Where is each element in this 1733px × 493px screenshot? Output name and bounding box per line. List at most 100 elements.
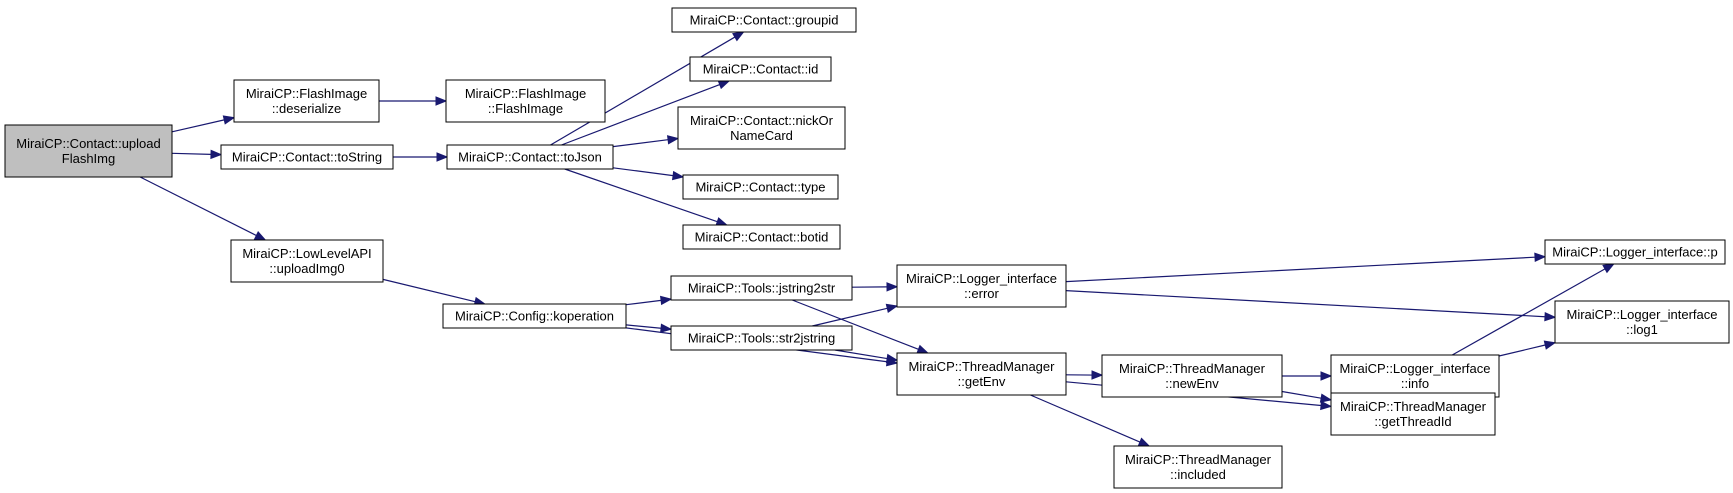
nodes-layer: MiraiCP::Contact::uploadFlashImgMiraiCP:… <box>4 7 1730 489</box>
node-label: MiraiCP::ThreadManager <box>1125 452 1272 467</box>
node-label: ::newEnv <box>1165 376 1219 391</box>
arrowhead-getthreadid <box>1319 393 1333 403</box>
node-box <box>445 79 606 123</box>
node-getenv[interactable]: MiraiCP::ThreadManager::getEnv <box>896 352 1067 396</box>
arrowhead-p <box>1602 263 1615 274</box>
node-label: ::getEnv <box>958 374 1006 389</box>
node-label: MiraiCP::LowLevelAPI <box>242 246 371 261</box>
node-koperation[interactable]: MiraiCP::Config::koperation <box>442 303 627 329</box>
node-error[interactable]: MiraiCP::Logger_interface::error <box>896 264 1067 308</box>
arrowhead-tostring <box>210 149 223 160</box>
node-label: MiraiCP::Logger_interface <box>1566 307 1717 322</box>
node-uploadimg0[interactable]: MiraiCP::LowLevelAPI::uploadImg0 <box>230 239 384 283</box>
node-box <box>233 79 380 123</box>
node-label: MiraiCP::Contact::botid <box>695 230 829 245</box>
node-label: ::error <box>964 286 999 301</box>
node-id[interactable]: MiraiCP::Contact::id <box>689 56 832 82</box>
node-log1[interactable]: MiraiCP::Logger_interface::log1 <box>1554 300 1730 344</box>
arrowhead-type <box>671 170 685 181</box>
arrowhead-nick <box>666 135 680 145</box>
node-box <box>446 144 614 170</box>
edge-error-to-p <box>1065 256 1536 283</box>
edge-tojson-to-botid <box>564 168 718 223</box>
node-box <box>1330 354 1500 398</box>
node-label: MiraiCP::Config::koperation <box>455 309 614 324</box>
node-label: ::log1 <box>1626 322 1658 337</box>
node-box <box>1554 300 1730 344</box>
node-box <box>670 275 853 301</box>
arrowhead-p <box>1534 252 1547 262</box>
node-label: MiraiCP::ThreadManager <box>1119 361 1266 376</box>
node-tostring[interactable]: MiraiCP::Contact::toString <box>220 144 394 170</box>
node-label: MiraiCP::Contact::toString <box>232 150 382 165</box>
edge-tojson-to-type <box>612 167 674 177</box>
arrowhead-newenv <box>1091 370 1104 380</box>
edge-str2jstring-to-getenv <box>834 349 888 360</box>
node-box <box>689 56 832 82</box>
node-p[interactable]: MiraiCP::Logger_interface::p <box>1544 239 1726 265</box>
node-botid[interactable]: MiraiCP::Contact::botid <box>682 224 841 250</box>
node-label: ::getThreadId <box>1374 414 1451 429</box>
arrowhead-getenv <box>885 353 899 364</box>
node-box <box>671 7 857 33</box>
edge-info-to-p <box>1451 268 1606 356</box>
node-label: MiraiCP::FlashImage <box>246 86 367 101</box>
edge-tojson-to-nick <box>612 139 669 148</box>
node-label: MiraiCP::ThreadManager <box>909 359 1056 374</box>
node-label: MiraiCP::Contact::toJson <box>458 150 602 165</box>
node-label: MiraiCP::Contact::groupid <box>690 13 839 28</box>
arrowhead-deserialize <box>222 115 236 125</box>
node-label: ::deserialize <box>272 101 341 116</box>
node-info[interactable]: MiraiCP::Logger_interface::info <box>1330 354 1500 398</box>
edge-upload-to-deserialize <box>171 119 225 133</box>
node-groupid[interactable]: MiraiCP::Contact::groupid <box>671 7 857 33</box>
arrowhead-included <box>1137 437 1151 447</box>
node-included[interactable]: MiraiCP::ThreadManager::included <box>1113 445 1283 489</box>
node-label: ::uploadImg0 <box>269 261 344 276</box>
node-label: FlashImg <box>62 151 115 166</box>
node-newenv[interactable]: MiraiCP::ThreadManager::newEnv <box>1101 354 1283 398</box>
node-label: MiraiCP::FlashImage <box>465 86 586 101</box>
edge-str2jstring-to-error <box>812 307 888 327</box>
arrowhead-botid <box>715 217 729 227</box>
arrowhead-uploadimg0 <box>253 231 267 241</box>
arrowhead-error <box>886 282 899 292</box>
node-str2jstring[interactable]: MiraiCP::Tools::str2jstring <box>670 325 853 351</box>
node-label: MiraiCP::Contact::type <box>695 180 825 195</box>
node-box <box>1330 392 1496 436</box>
arrowhead-info <box>1320 371 1333 381</box>
arrowhead-str2jstring <box>660 323 673 333</box>
node-box <box>896 352 1067 396</box>
node-box <box>220 144 394 170</box>
edge-newenv-to-getthreadid <box>1281 390 1322 399</box>
node-label: MiraiCP::Contact::id <box>703 62 819 77</box>
arrowhead-log1 <box>1544 311 1557 322</box>
edge-tojson-to-id <box>561 84 720 146</box>
node-box <box>230 239 384 283</box>
edge-uploadimg0-to-koperation <box>382 278 476 303</box>
edge-jstring2str-to-getenv <box>791 299 919 350</box>
edge-error-to-log1 <box>1065 290 1546 318</box>
node-box <box>682 174 839 200</box>
node-label: MiraiCP::Logger_interface::p <box>1552 245 1717 260</box>
node-getthreadid[interactable]: MiraiCP::ThreadManager::getThreadId <box>1330 392 1496 436</box>
node-box <box>670 325 853 351</box>
node-label: MiraiCP::Contact::nickOr <box>690 113 834 128</box>
node-label: MiraiCP::Logger_interface <box>1339 361 1490 376</box>
arrowhead-jstring2str <box>659 295 673 306</box>
node-label: ::FlashImage <box>488 101 563 116</box>
arrowhead-id <box>717 80 731 90</box>
node-label: MiraiCP::Contact::upload <box>16 136 161 151</box>
node-label: MiraiCP::Logger_interface <box>906 271 1057 286</box>
node-flashimage[interactable]: MiraiCP::FlashImage::FlashImage <box>445 79 606 123</box>
edges-layer <box>139 31 1615 447</box>
edge-tojson-to-groupid <box>550 36 736 146</box>
node-type[interactable]: MiraiCP::Contact::type <box>682 174 839 200</box>
node-tojson[interactable]: MiraiCP::Contact::toJson <box>446 144 614 170</box>
arrowhead-getenv <box>916 344 930 354</box>
node-deserialize[interactable]: MiraiCP::FlashImage::deserialize <box>233 79 380 123</box>
node-jstring2str[interactable]: MiraiCP::Tools::jstring2str <box>670 275 853 301</box>
